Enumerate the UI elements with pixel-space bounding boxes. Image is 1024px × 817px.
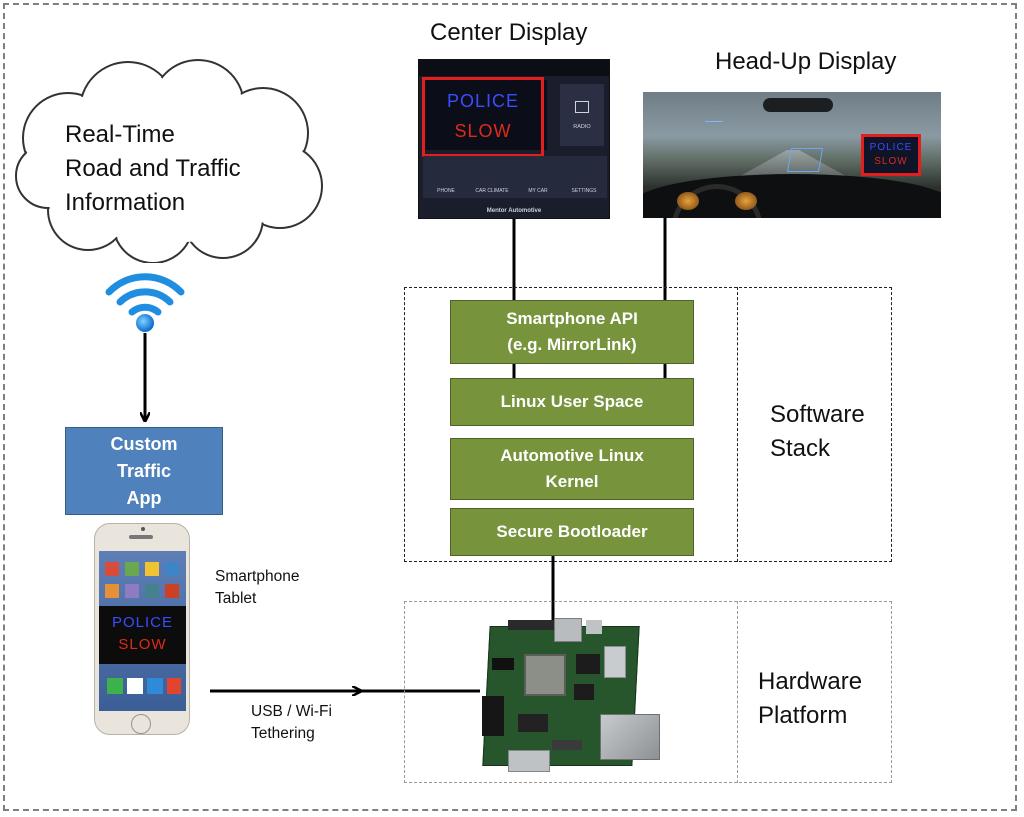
center-display-title: Center Display xyxy=(430,19,588,46)
smartphone-image: POLICE SLOW xyxy=(87,518,199,738)
layer-linux-user-space: Linux User Space xyxy=(450,378,694,426)
center-alert-police: POLICE xyxy=(446,91,520,111)
hardware-platform-label: Hardware Platform xyxy=(758,668,863,729)
layer-automotive-linux-kernel: Automotive Linux Kernel xyxy=(450,438,694,500)
cloud-text: Real-Time Road and Traffic Information xyxy=(65,121,241,216)
hud-title: Head-Up Display xyxy=(715,48,897,75)
hud-alert-slow: SLOW xyxy=(874,156,908,167)
hud-image: POLICE SLOW xyxy=(643,92,941,218)
hud-alert-police: POLICE xyxy=(869,142,913,153)
link-label: USB / Wi-Fi Tethering xyxy=(251,703,332,742)
layer-smartphone-api: Smartphone API (e.g. MirrorLink) xyxy=(450,300,694,364)
center-tile-row: PHONE CAR CLIMATE MY CAR SETTINGS xyxy=(437,188,597,194)
center-alert-frame xyxy=(422,77,544,157)
hardware-platform-box xyxy=(404,601,892,783)
wifi-icon xyxy=(105,273,185,332)
radio-tile: RADIO xyxy=(560,84,604,146)
circuit-board-image xyxy=(478,618,660,776)
hardware-platform-divider xyxy=(737,601,738,783)
center-alert-slow: SLOW xyxy=(454,121,512,141)
software-stack-box xyxy=(404,287,892,562)
layer-secure-bootloader: Secure Bootloader xyxy=(450,508,694,556)
hud-alert-frame xyxy=(861,134,921,176)
center-display-screen: POLICE SLOW RADIO PHONE CAR CLIMATE MY C… xyxy=(418,59,610,219)
device-label: Smartphone Tablet xyxy=(215,568,300,607)
custom-traffic-app-box: Custom Traffic App xyxy=(65,427,223,515)
cloud-shape xyxy=(15,59,323,263)
software-stack-divider xyxy=(737,287,738,562)
diagram-frame xyxy=(3,3,1017,811)
software-stack-label: Software Stack xyxy=(770,401,865,462)
phone-alert-slow: SLOW xyxy=(118,636,167,653)
center-display-brand: Mentor Automotive xyxy=(486,208,542,214)
phone-alert-police: POLICE xyxy=(111,614,174,631)
